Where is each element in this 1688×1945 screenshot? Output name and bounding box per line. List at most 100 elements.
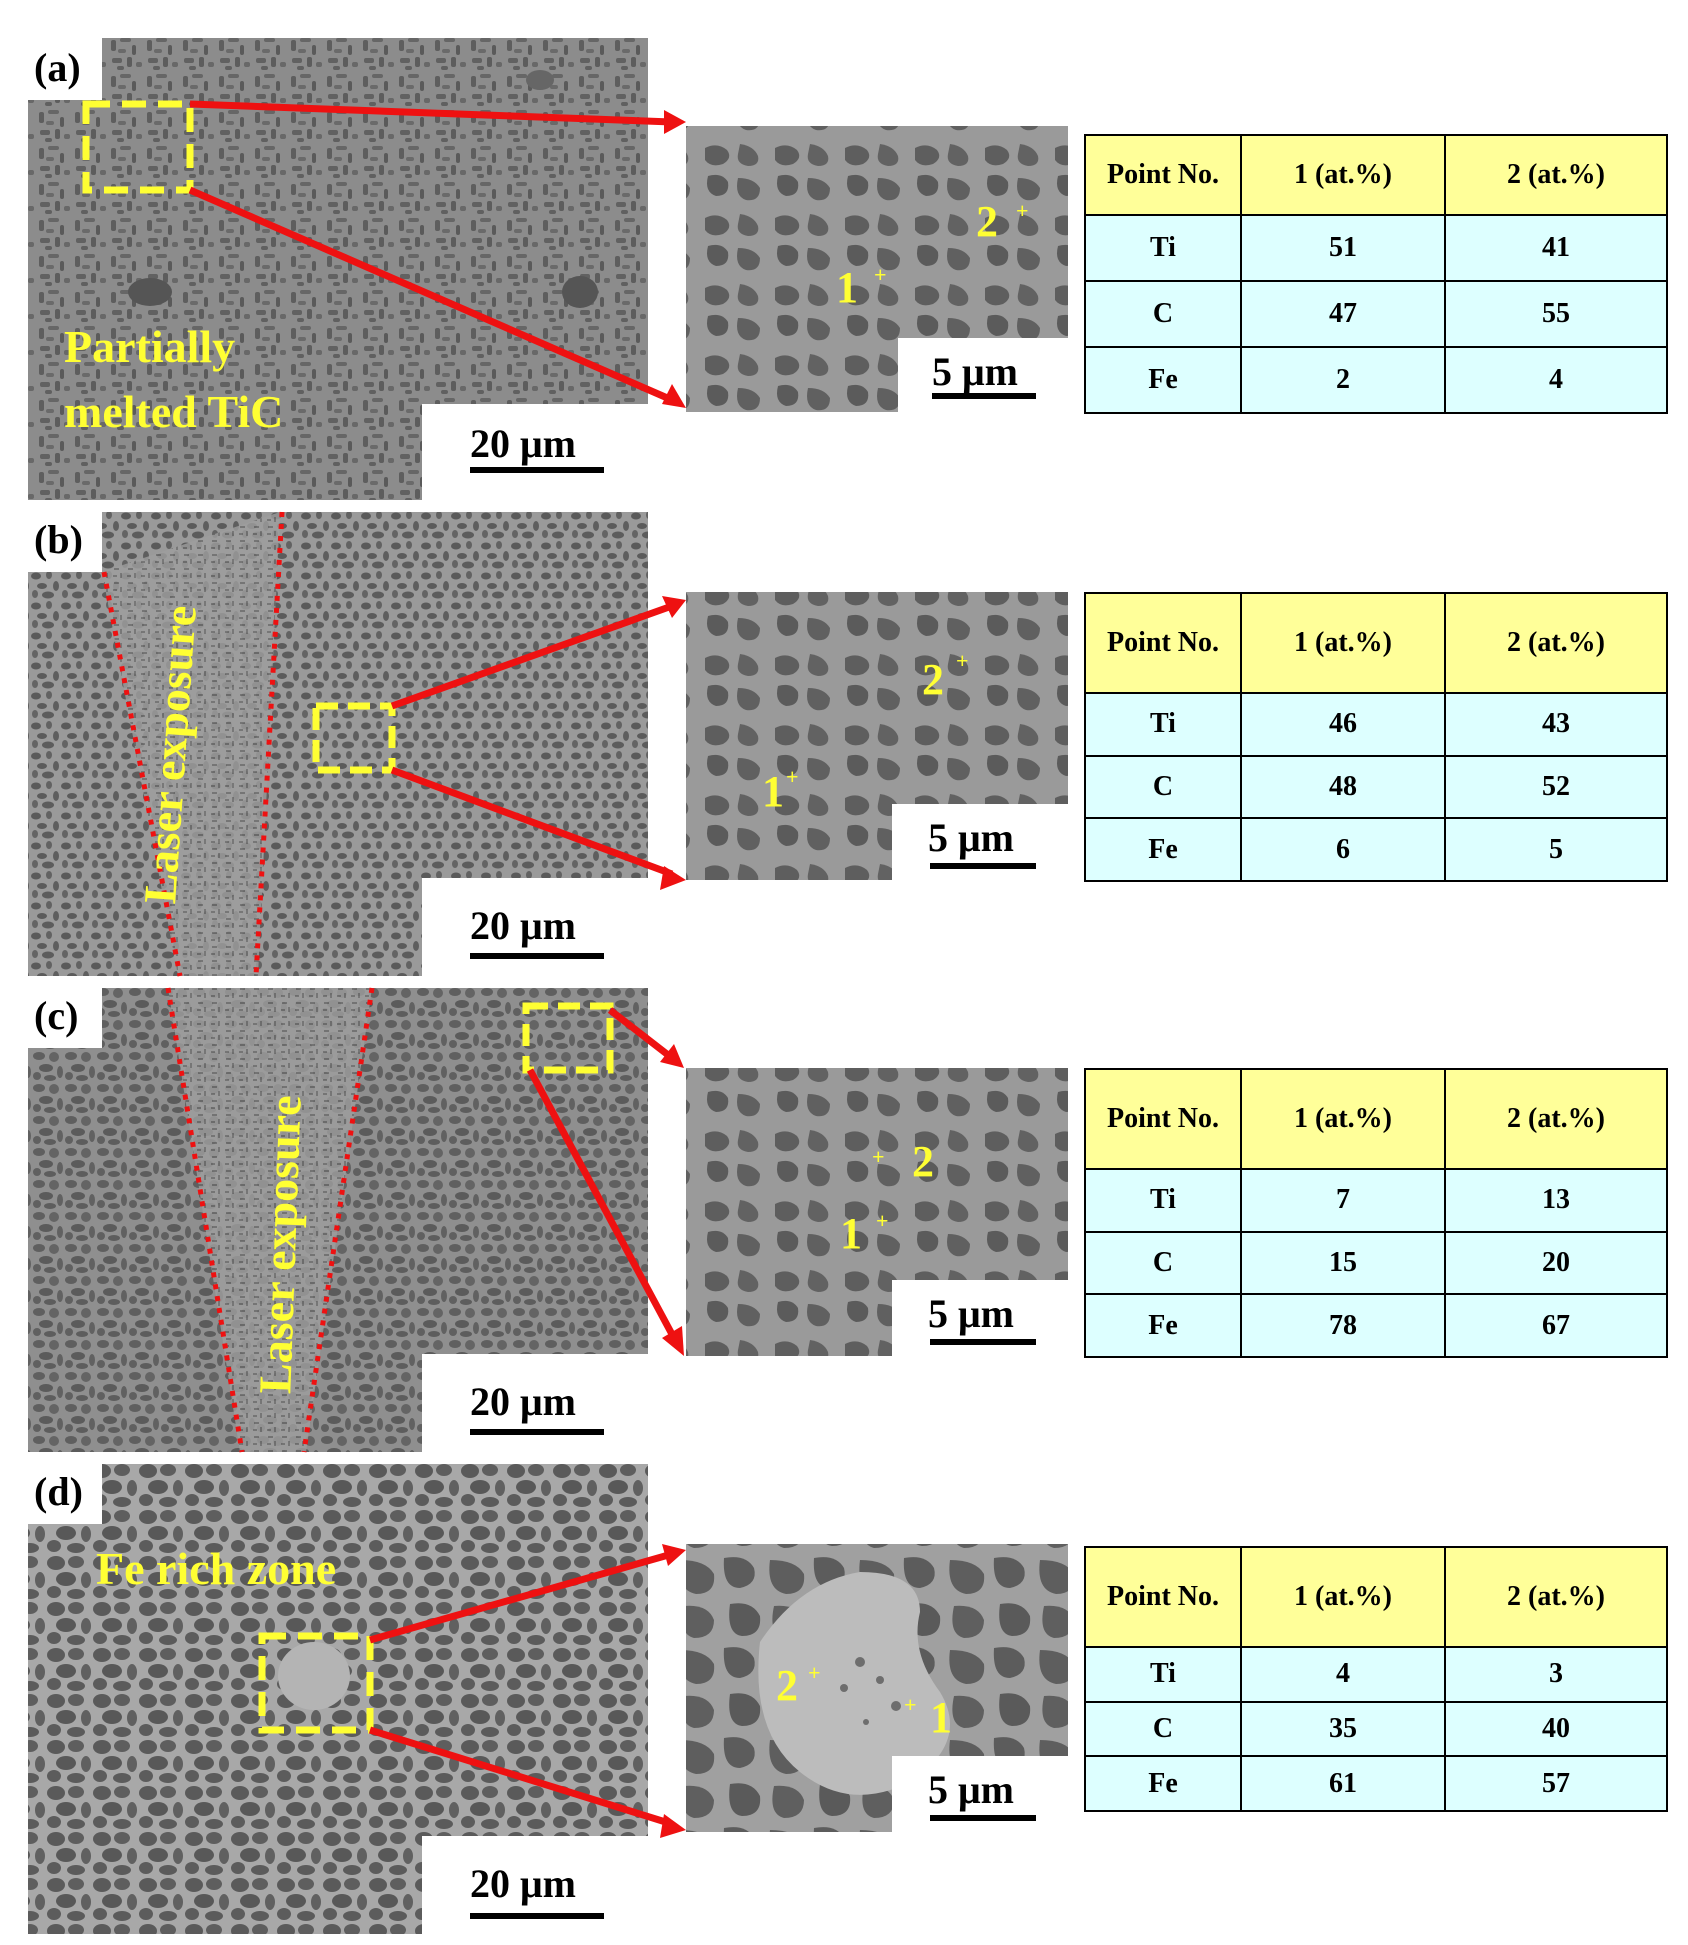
point-label: 2 bbox=[776, 1661, 798, 1710]
scale-label-zoom: 5 μm bbox=[928, 1291, 1014, 1336]
panel-d: + + (d) Fe rich zone 20 μm 5 μm 1 2 Poin… bbox=[0, 1462, 1688, 1942]
panel-label: (b) bbox=[34, 517, 83, 562]
point-label: 2 bbox=[912, 1137, 934, 1186]
panel-c-graphics: + + bbox=[28, 987, 1068, 1453]
panel-a: + + (a) Partially melted TiC 20 μm 5 μm … bbox=[0, 0, 1688, 500]
table-cell: Fe bbox=[1084, 1293, 1242, 1358]
table-cell: 67 bbox=[1444, 1293, 1668, 1358]
scale-label-zoom: 5 μm bbox=[928, 1767, 1014, 1812]
zoom-arrow bbox=[189, 100, 673, 126]
table-cell: Fe bbox=[1084, 1755, 1242, 1812]
zoom-scale-background bbox=[892, 1756, 1068, 1836]
table-cell: 4 bbox=[1444, 346, 1668, 414]
table-header: 1 (at.%) bbox=[1240, 1546, 1446, 1648]
table-cell: 41 bbox=[1444, 214, 1668, 282]
marker-cross: + bbox=[786, 764, 799, 789]
marker-cross: + bbox=[1016, 198, 1029, 223]
scale-bar-background bbox=[422, 404, 648, 500]
table-cell: 47 bbox=[1240, 280, 1446, 348]
zoom-arrow bbox=[188, 186, 674, 404]
table-cell: Ti bbox=[1084, 1168, 1242, 1233]
marker-cross: + bbox=[808, 1660, 821, 1685]
point-label: 2 bbox=[922, 655, 944, 704]
table-cell: 7 bbox=[1240, 1168, 1446, 1233]
sem-dark-particle bbox=[562, 276, 598, 308]
table-cell: 2 bbox=[1240, 346, 1446, 414]
table-header: 1 (at.%) bbox=[1240, 134, 1446, 216]
table-row: Fe 61 57 bbox=[1084, 1755, 1668, 1812]
table-cell: 52 bbox=[1444, 754, 1668, 820]
table-header: Point No. bbox=[1084, 592, 1242, 694]
table-cell: 15 bbox=[1240, 1230, 1446, 1296]
arrow-head bbox=[660, 1044, 684, 1068]
table-row: Ti 7 13 bbox=[1084, 1168, 1668, 1233]
table-cell: 46 bbox=[1240, 692, 1446, 757]
table-cell: 48 bbox=[1240, 754, 1446, 820]
table-header: 2 (at.%) bbox=[1444, 1546, 1668, 1648]
scale-label-zoom: 5 μm bbox=[928, 815, 1014, 860]
panel-label: (d) bbox=[34, 1469, 83, 1514]
table-cell: 5 bbox=[1444, 817, 1668, 882]
table-cell: 20 bbox=[1444, 1230, 1668, 1296]
label-background bbox=[28, 988, 102, 1048]
zoom-arrow bbox=[369, 1550, 673, 1644]
table-cell: 3 bbox=[1444, 1646, 1668, 1703]
fe-rich-matrix bbox=[758, 1572, 950, 1795]
region-text-line: Partially bbox=[64, 321, 236, 372]
arrow-head bbox=[662, 1544, 686, 1566]
zoom-arrow bbox=[390, 766, 674, 878]
zoom-arrow bbox=[368, 1726, 674, 1828]
scale-label-overview: 20 μm bbox=[470, 1379, 576, 1424]
table-cell: 13 bbox=[1444, 1168, 1668, 1233]
table-cell: Ti bbox=[1084, 692, 1242, 757]
precipitate bbox=[840, 1684, 848, 1692]
marker-cross: + bbox=[874, 262, 887, 287]
panel-b-graphics: + + bbox=[28, 511, 1068, 977]
region-text-line: Fe rich zone bbox=[96, 1543, 337, 1594]
eds-table: Point No. 1 (at.%) 2 (at.%) Ti 46 43 C 4… bbox=[1084, 592, 1668, 882]
arrow-head bbox=[660, 1814, 686, 1838]
zoom-scale-background bbox=[892, 1280, 1068, 1360]
precipitate bbox=[863, 1719, 869, 1725]
table-cell: 61 bbox=[1240, 1755, 1446, 1812]
marker-cross: + bbox=[876, 1208, 889, 1233]
label-background bbox=[28, 1464, 102, 1524]
panel-b: + + (b) Laser exposure 20 μm 5 μm 1 2 Po… bbox=[0, 510, 1688, 980]
sem-dark-particle bbox=[526, 70, 554, 90]
table-header: 1 (at.%) bbox=[1240, 1068, 1446, 1170]
table-header: 2 (at.%) bbox=[1444, 1068, 1668, 1170]
scale-label-zoom: 5 μm bbox=[932, 349, 1018, 394]
marker-cross: + bbox=[872, 1144, 885, 1169]
panel-label: (a) bbox=[34, 45, 81, 90]
table-row: Ti 51 41 bbox=[1084, 214, 1668, 282]
precipitate bbox=[876, 1676, 884, 1684]
zoom-box bbox=[82, 100, 194, 194]
scale-bar-background bbox=[422, 1836, 648, 1936]
table-cell: 40 bbox=[1444, 1700, 1668, 1758]
point-label: 1 bbox=[840, 1209, 862, 1258]
eds-table: Point No. 1 (at.%) 2 (at.%) Ti 7 13 C 15… bbox=[1084, 1068, 1668, 1358]
precipitate bbox=[855, 1657, 865, 1667]
table-cell: C bbox=[1084, 280, 1242, 348]
table-row: C 48 52 bbox=[1084, 754, 1668, 820]
point-label: 1 bbox=[762, 767, 784, 816]
eds-table: Point No. 1 (at.%) 2 (at.%) Ti 51 41 C 4… bbox=[1084, 134, 1668, 414]
table-cell: 78 bbox=[1240, 1293, 1446, 1358]
zoom-box bbox=[312, 702, 396, 774]
table-row: Fe 2 4 bbox=[1084, 346, 1668, 414]
table-cell: Fe bbox=[1084, 817, 1242, 882]
table-cell: Ti bbox=[1084, 1646, 1242, 1703]
sem-dark-particle bbox=[128, 278, 172, 306]
arrow-head bbox=[662, 384, 686, 408]
fe-rich-spot bbox=[278, 1642, 350, 1710]
table-cell: 35 bbox=[1240, 1700, 1446, 1758]
table-cell: 4 bbox=[1240, 1646, 1446, 1703]
table-cell: 55 bbox=[1444, 280, 1668, 348]
table-cell: Fe bbox=[1084, 346, 1242, 414]
arrow-head bbox=[660, 866, 686, 890]
scale-bar-background bbox=[422, 1354, 648, 1452]
precipitate bbox=[891, 1701, 901, 1711]
table-header: Point No. bbox=[1084, 134, 1242, 216]
panel-a-graphics: + + bbox=[28, 38, 1068, 500]
table-cell: C bbox=[1084, 754, 1242, 820]
